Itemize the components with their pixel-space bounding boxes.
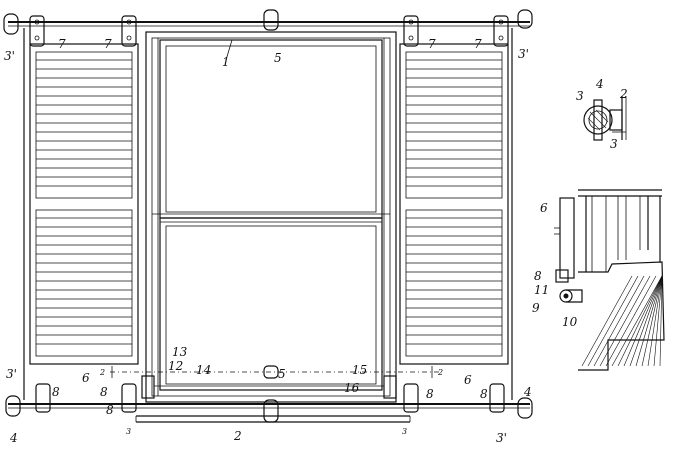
label-10: 10 <box>562 315 578 329</box>
wall-hatch-line <box>599 275 651 367</box>
label-4-bl: 4 <box>9 431 18 445</box>
wall-hatch-line <box>623 275 663 367</box>
label-3prime-bl: 3' <box>6 367 17 381</box>
label-section-3-left: 3 <box>126 427 131 436</box>
label-11: 11 <box>534 283 549 297</box>
label-16: 16 <box>344 381 360 395</box>
label-8-detail: 8 <box>534 269 542 283</box>
wall-hatch-line <box>659 275 663 367</box>
hinge-top-right <box>403 15 419 47</box>
wall-hatch-line <box>581 275 633 367</box>
label-7-b: 7 <box>104 37 112 51</box>
wall-hatch-line <box>617 275 663 367</box>
label-8-c: 8 <box>426 387 434 401</box>
label-section-2-left: 2 <box>99 368 105 377</box>
label-13: 13 <box>172 345 188 359</box>
hinge-top-left2 <box>121 15 137 47</box>
hinge-top-right2 <box>493 15 509 47</box>
label-section-2-right: 2 <box>437 368 443 377</box>
label-6-detail: 6 <box>540 201 548 215</box>
wall-hatch-line <box>653 275 663 367</box>
window-frame <box>145 31 397 403</box>
label-1: 1 <box>222 55 230 69</box>
label-12: 12 <box>168 359 183 373</box>
label-2-detail: 2 <box>619 87 628 101</box>
label-3prime-tr: 3' <box>518 47 529 61</box>
label-8-e: 8 <box>106 403 114 417</box>
label-4-br: 4 <box>523 385 532 399</box>
wall-hatch-line <box>611 275 663 367</box>
label-7-d: 7 <box>474 37 482 51</box>
label-5-top: 5 <box>274 51 282 65</box>
label-8-d: 8 <box>480 387 488 401</box>
label-8-b: 8 <box>100 385 108 399</box>
wall-hatch-line <box>647 275 663 367</box>
wall-hatch-line <box>629 275 663 367</box>
label-6-right: 6 <box>464 373 472 387</box>
label-7-a: 7 <box>58 37 66 51</box>
wall-hatch-line <box>587 275 639 367</box>
hinge-top-left <box>29 15 45 47</box>
label-4-detail: 4 <box>595 77 604 91</box>
label-section-3-right: 3 <box>402 427 407 436</box>
label-9: 9 <box>532 301 540 315</box>
wall-hatch-line <box>593 275 645 367</box>
wall-hatch-line <box>635 275 663 367</box>
hinge-detail <box>583 96 627 141</box>
label-8-a: 8 <box>52 385 60 399</box>
label-6-left: 6 <box>82 371 90 385</box>
reference-labels: 1 2 3' 3' 3' 3' 4 4 4 5 5 6 6 6 7 7 7 7 … <box>4 37 628 445</box>
right-shutter <box>399 43 509 365</box>
label-3-detail-right: 3 <box>610 137 618 151</box>
label-3prime-tl: 3' <box>4 49 15 63</box>
hinge-brackets <box>3 9 533 423</box>
sill-section-detail <box>554 189 665 371</box>
label-5-bottom: 5 <box>278 367 286 381</box>
label-15: 15 <box>352 363 367 377</box>
left-shutter <box>29 43 139 365</box>
window-elevation <box>8 21 530 423</box>
label-14: 14 <box>196 363 211 377</box>
label-3prime-br: 3' <box>496 431 507 445</box>
wall-hatch-line <box>641 275 663 367</box>
label-2: 2 <box>233 429 242 443</box>
label-7-c: 7 <box>428 37 436 51</box>
wall-hatch-line <box>605 275 657 367</box>
label-3-detail-left: 3 <box>576 89 584 103</box>
